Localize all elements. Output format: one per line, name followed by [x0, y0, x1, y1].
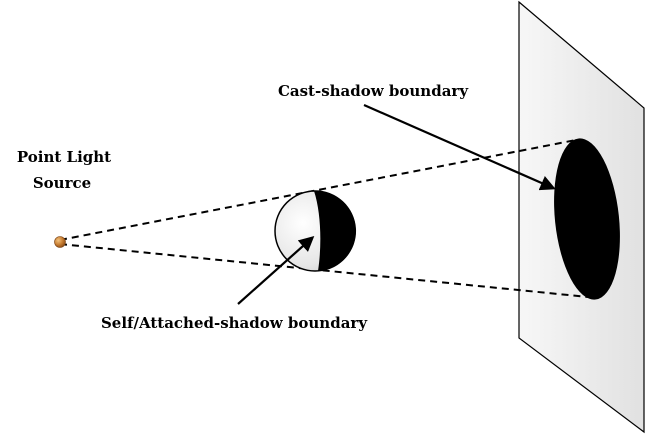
cast-shadow-label: Cast-shadow boundary	[278, 82, 469, 100]
point-light-source	[54, 236, 66, 248]
light-source-label-line1: Point Light	[17, 148, 111, 166]
upper-light-ray	[59, 139, 577, 241]
cast-shadow-arrow	[363, 103, 556, 191]
lower-light-ray	[59, 243, 599, 299]
self-shadow-arrow	[237, 235, 315, 305]
light-source-label-line2: Source	[33, 174, 91, 192]
self-shadow-label: Self/Attached-shadow boundary	[101, 314, 368, 332]
sphere-outline	[274, 190, 356, 272]
sphere-self-shadow	[314, 190, 357, 271]
cast-shadow-ellipse	[554, 138, 620, 300]
sphere	[274, 190, 357, 272]
